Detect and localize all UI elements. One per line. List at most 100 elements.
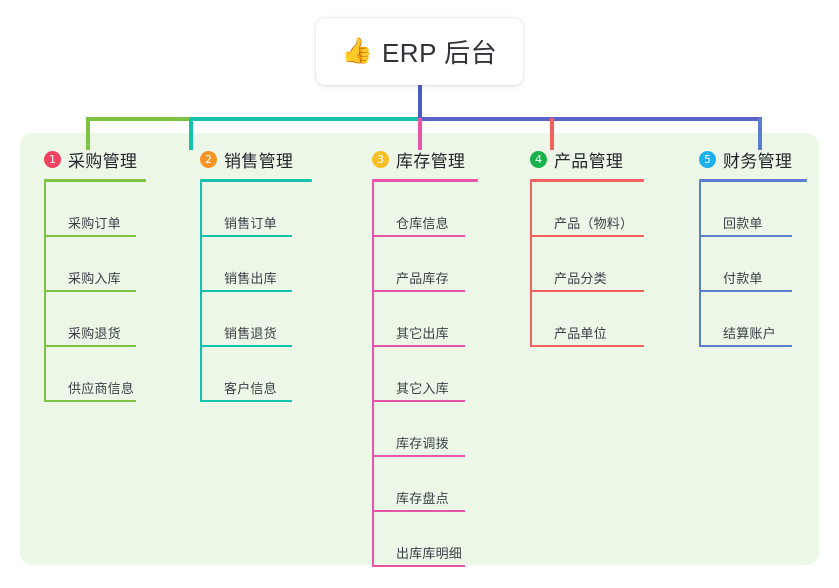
column-items: 仓库信息产品库存其它出库其它入库库存调拨库存盘点出库库明细 [372,182,478,567]
list-item-underline [44,290,136,292]
list-item-label: 库存盘点 [396,491,449,506]
list-item-label: 供应商信息 [68,381,135,396]
list-item[interactable]: 其它出库 [372,292,478,347]
list-item-label: 销售退货 [224,326,277,341]
list-item[interactable]: 产品单位 [530,292,644,347]
list-item-underline [699,290,792,292]
column-spine [530,182,532,347]
column-badge-icon: 2 [200,150,217,168]
column-spine [44,182,46,402]
column-header-2[interactable]: 2 销售管理 [200,146,312,172]
list-item[interactable]: 产品（物料） [530,182,644,237]
list-item-underline [200,345,292,347]
column-header-3[interactable]: 3 库存管理 [372,146,478,172]
column-header-5[interactable]: 5 财务管理 [699,146,807,172]
list-item[interactable]: 库存盘点 [372,457,478,512]
list-item[interactable]: 付款单 [699,237,807,292]
list-item[interactable]: 产品分类 [530,237,644,292]
mindmap-column-4: 4 产品管理产品（物料） 产品分类产品单位 [530,146,644,347]
column-badge-icon: 1 [44,150,61,168]
column-badge-icon: 5 [699,150,716,168]
list-item-label: 结算账户 [723,326,776,341]
column-spine [699,182,701,347]
list-item-underline [44,235,136,237]
column-items: 回款单付款单结算账户 [699,182,807,347]
column-badge-icon: 4 [530,150,547,168]
list-item-underline [372,565,465,567]
mindmap-panel [20,133,819,565]
list-item[interactable]: 采购入库 [44,237,146,292]
column-items: 采购订单采购入库采购退货供应商信息 [44,182,146,402]
list-item-underline [699,345,792,347]
column-header-1[interactable]: 1 采购管理 [44,146,146,172]
column-title: 财务管理 [723,151,793,171]
column-badge-icon: 3 [372,150,389,168]
list-item[interactable]: 库存调拨 [372,402,478,457]
column-items: 销售订单销售出库销售退货客户信息 [200,182,312,402]
list-item-underline [530,235,644,237]
list-item-underline [372,235,465,237]
column-underline [530,179,644,182]
list-item-label: 付款单 [723,271,763,286]
root-title: ERP 后台 [381,38,498,68]
thumbs-up-icon: 👍 [341,37,373,65]
list-item-underline [372,400,465,402]
column-items: 产品（物料） 产品分类产品单位 [530,182,644,347]
list-item-underline [530,290,644,292]
list-item-underline [530,345,644,347]
list-item-label: 客户信息 [224,381,277,396]
list-item[interactable]: 销售出库 [200,237,312,292]
list-item-underline [372,290,465,292]
column-title: 库存管理 [396,151,466,171]
list-item-label: 产品库存 [396,271,449,286]
list-item-label: 采购订单 [68,216,121,231]
list-item-label: 采购入库 [68,271,121,286]
column-title: 销售管理 [224,151,294,171]
column-title: 采购管理 [68,151,138,171]
list-item-underline [372,455,465,457]
list-item-label: 仓库信息 [396,216,449,231]
list-item[interactable]: 出库库明细 [372,512,478,567]
list-item[interactable]: 仓库信息 [372,182,478,237]
list-item-underline [200,290,292,292]
list-item-label: 产品（物料） [554,216,634,231]
list-item-underline [200,235,292,237]
root-node[interactable]: 👍 ERP 后台 [316,18,523,85]
list-item-label: 采购退货 [68,326,121,341]
list-item[interactable]: 产品库存 [372,237,478,292]
mindmap-column-5: 5 财务管理回款单付款单结算账户 [699,146,807,347]
column-header-4[interactable]: 4 产品管理 [530,146,644,172]
list-item-label: 销售订单 [224,216,277,231]
column-title: 产品管理 [554,151,624,171]
list-item-underline [200,400,292,402]
list-item-underline [44,345,136,347]
list-item-label: 其它入库 [396,381,449,396]
list-item-underline [44,400,136,402]
column-underline [200,179,312,182]
column-underline [699,179,807,182]
list-item[interactable]: 采购退货 [44,292,146,347]
list-item-underline [699,235,792,237]
list-item-label: 回款单 [723,216,763,231]
list-item[interactable]: 客户信息 [200,347,312,402]
list-item[interactable]: 销售订单 [200,182,312,237]
column-underline [44,179,146,182]
list-item[interactable]: 供应商信息 [44,347,146,402]
mindmap-column-1: 1 采购管理采购订单采购入库采购退货供应商信息 [44,146,146,402]
list-item[interactable]: 回款单 [699,182,807,237]
mindmap-column-2: 2 销售管理销售订单销售出库销售退货客户信息 [200,146,312,402]
list-item-label: 出库库明细 [396,546,463,561]
column-underline [372,179,478,182]
list-item-label: 产品分类 [554,271,607,286]
list-item[interactable]: 结算账户 [699,292,807,347]
list-item-label: 库存调拨 [396,436,449,451]
column-spine [200,182,202,402]
mindmap-column-3: 3 库存管理仓库信息产品库存其它出库其它入库库存调拨库存盘点出库库明细 [372,146,478,567]
list-item[interactable]: 销售退货 [200,292,312,347]
list-item-label: 销售出库 [224,271,277,286]
list-item-label: 产品单位 [554,326,607,341]
list-item[interactable]: 采购订单 [44,182,146,237]
list-item[interactable]: 其它入库 [372,347,478,402]
list-item-underline [372,510,465,512]
